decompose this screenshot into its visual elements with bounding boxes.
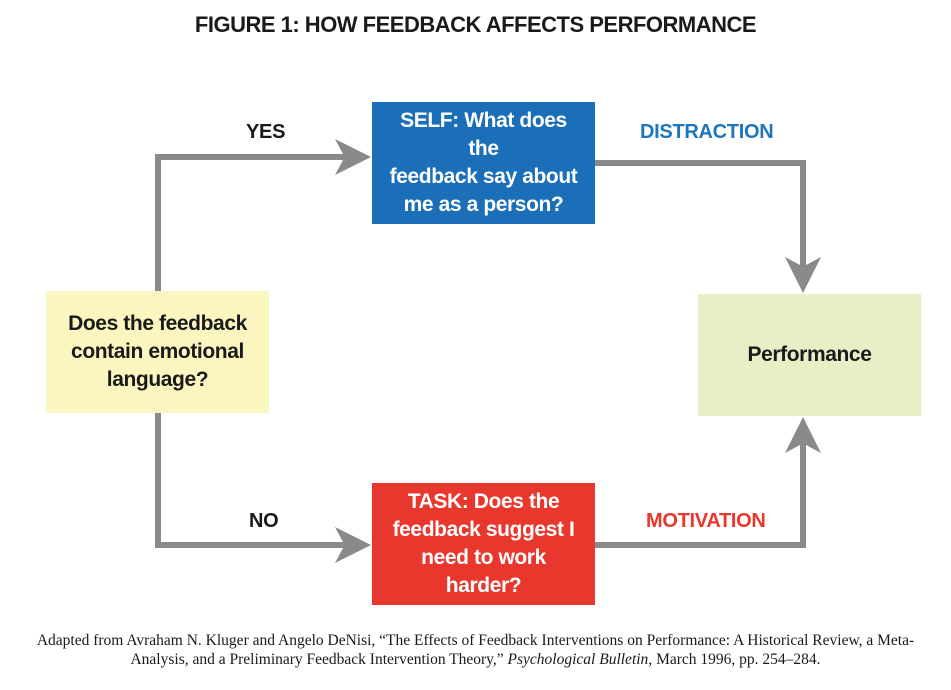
performance-box: Performance — [698, 294, 921, 416]
distraction-label: DISTRACTION — [640, 121, 774, 143]
arrow-self-to-performance — [595, 160, 821, 293]
task-line: need to work harder? — [421, 546, 546, 597]
question-line: language? — [106, 368, 209, 391]
caption-date-pages: March 1996, pp. 254–284. — [656, 651, 821, 668]
question-line: contain emotional — [71, 340, 244, 363]
no-label: NO — [249, 510, 279, 532]
source-caption: Adapted from Avraham N. Kluger and Angel… — [20, 631, 931, 669]
self-line: me as a person? — [403, 193, 564, 216]
caption-journal: Psychological Bulletin, — [507, 651, 653, 668]
task-text: TASK: Does the feedback suggest I need t… — [384, 488, 583, 600]
motivation-label: MOTIVATION — [646, 510, 766, 532]
task-box: TASK: Does the feedback suggest I need t… — [372, 483, 595, 605]
performance-label: Performance — [747, 343, 872, 366]
arrow-task-to-performance — [595, 417, 821, 548]
self-text: SELF: What does the feedback say about m… — [384, 107, 583, 219]
question-line: Does the feedback — [68, 312, 247, 335]
question-text: Does the feedback contain emotional lang… — [68, 310, 247, 394]
self-line: feedback say about — [389, 165, 578, 188]
figure-title: FIGURE 1: HOW FEEDBACK AFFECTS PERFORMAN… — [194, 12, 757, 37]
question-box: Does the feedback contain emotional lang… — [46, 291, 269, 413]
yes-label: YES — [246, 121, 286, 143]
caption-citation: Adapted from Avraham N. Kluger and Angel… — [36, 632, 915, 668]
self-box: SELF: What does the feedback say about m… — [372, 102, 595, 224]
self-line: SELF: What does the — [400, 109, 567, 160]
arrow-question-to-self — [155, 139, 371, 291]
task-line: feedback suggest I — [392, 518, 575, 541]
task-line: TASK: Does the — [407, 490, 560, 513]
arrow-question-to-task — [155, 413, 371, 563]
